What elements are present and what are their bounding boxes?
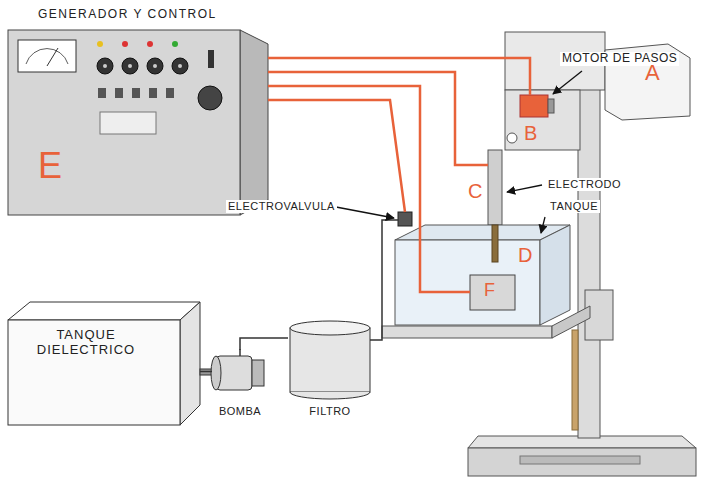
stepper-motor — [507, 133, 517, 143]
callout-letter: A — [645, 60, 660, 85]
part-label: ELECTROVALVULA — [226, 200, 337, 213]
workpiece — [470, 275, 515, 310]
control-panel — [100, 112, 156, 134]
control-panel — [147, 41, 153, 47]
solenoid-valve — [398, 212, 412, 226]
generator-cabinet: GENERADOR Y CONTROLE — [8, 30, 240, 215]
pump-label: BOMBA — [219, 405, 261, 418]
callout-letter: E — [38, 145, 62, 186]
machine-column — [572, 330, 578, 430]
control-panel — [149, 88, 157, 98]
electrode — [492, 225, 498, 262]
dielectric-tank-shape — [8, 320, 180, 425]
callout-letter: F — [484, 280, 495, 301]
control-panel — [172, 58, 188, 74]
pipe-connector — [200, 371, 212, 373]
machine-head — [505, 90, 580, 150]
stepper-motor — [548, 99, 554, 113]
filter-shape — [290, 392, 370, 399]
dielectric-tank-shape — [8, 302, 200, 320]
control-panel — [47, 48, 58, 66]
machine-base — [468, 448, 696, 476]
control-panel — [18, 40, 222, 134]
cable — [268, 58, 530, 95]
control-panel — [153, 64, 157, 68]
pipe — [240, 220, 398, 356]
filter-shape — [290, 321, 370, 399]
cable — [268, 100, 405, 212]
spindle — [488, 150, 502, 225]
work-tank — [395, 240, 540, 325]
work-tank — [540, 225, 570, 325]
generator-cabinet — [8, 30, 240, 215]
control-panel — [98, 88, 106, 98]
leader-arrow — [336, 71, 582, 233]
filter-shape — [290, 321, 370, 335]
control-panel — [97, 58, 113, 74]
leader-arrow — [553, 71, 582, 94]
control-panel — [208, 50, 214, 68]
part-label: ELECTRODO — [546, 178, 623, 191]
pipe — [239, 349, 241, 356]
pipe — [370, 220, 398, 340]
work-table — [382, 326, 552, 338]
dielectric-tank-shape — [8, 302, 200, 425]
leader-arrow — [336, 207, 394, 218]
control-panel — [26, 49, 68, 64]
tank-label: TANQUE DIELECTRICO — [24, 328, 148, 358]
pump: BOMBA — [212, 350, 268, 420]
part-label: MOTOR DE PASOS — [560, 52, 679, 66]
part-label: TANQUE — [548, 200, 600, 213]
control-panel — [97, 41, 103, 47]
generator-heading: GENERADOR Y CONTROL — [38, 8, 217, 22]
control-panel — [178, 64, 182, 68]
callout-letter: C — [468, 180, 482, 203]
cable — [268, 58, 530, 292]
cable — [268, 86, 470, 292]
electrode — [492, 225, 498, 262]
filter-shape — [290, 328, 370, 392]
control-panel — [122, 41, 128, 47]
control-panel — [198, 86, 222, 110]
dielectric-tank-shape — [180, 302, 200, 425]
control-panel — [128, 64, 132, 68]
callout-letter: B — [524, 122, 537, 145]
pump-shape — [211, 356, 221, 390]
generator-cabinet — [240, 30, 268, 215]
spindle — [488, 150, 502, 225]
pump-shape — [252, 360, 264, 386]
machine-base — [468, 436, 696, 476]
solenoid-valve — [398, 212, 412, 226]
control-panel — [18, 40, 76, 72]
machine-head — [505, 32, 690, 150]
filter: FILTRO — [288, 318, 372, 420]
control-panel — [132, 88, 140, 98]
stepper-motor — [520, 95, 548, 117]
filter-label: FILTRO — [309, 405, 350, 418]
control-panel — [147, 58, 163, 74]
machine-column — [578, 40, 600, 438]
generator-cabinet — [8, 30, 268, 215]
pump-shape — [200, 356, 264, 390]
machine-base — [520, 456, 640, 464]
callout-letter: D — [518, 244, 532, 267]
pipe-connector — [240, 338, 288, 350]
control-panel — [115, 88, 123, 98]
control-panel — [172, 41, 178, 47]
control-panel — [166, 88, 174, 98]
dielectric-tank: TANQUE DIELECTRICO — [8, 302, 200, 425]
leader-arrow — [507, 185, 542, 192]
workpiece — [470, 275, 515, 310]
control-panel — [122, 58, 138, 74]
control-panel — [103, 64, 107, 68]
leader-arrow — [541, 217, 545, 233]
